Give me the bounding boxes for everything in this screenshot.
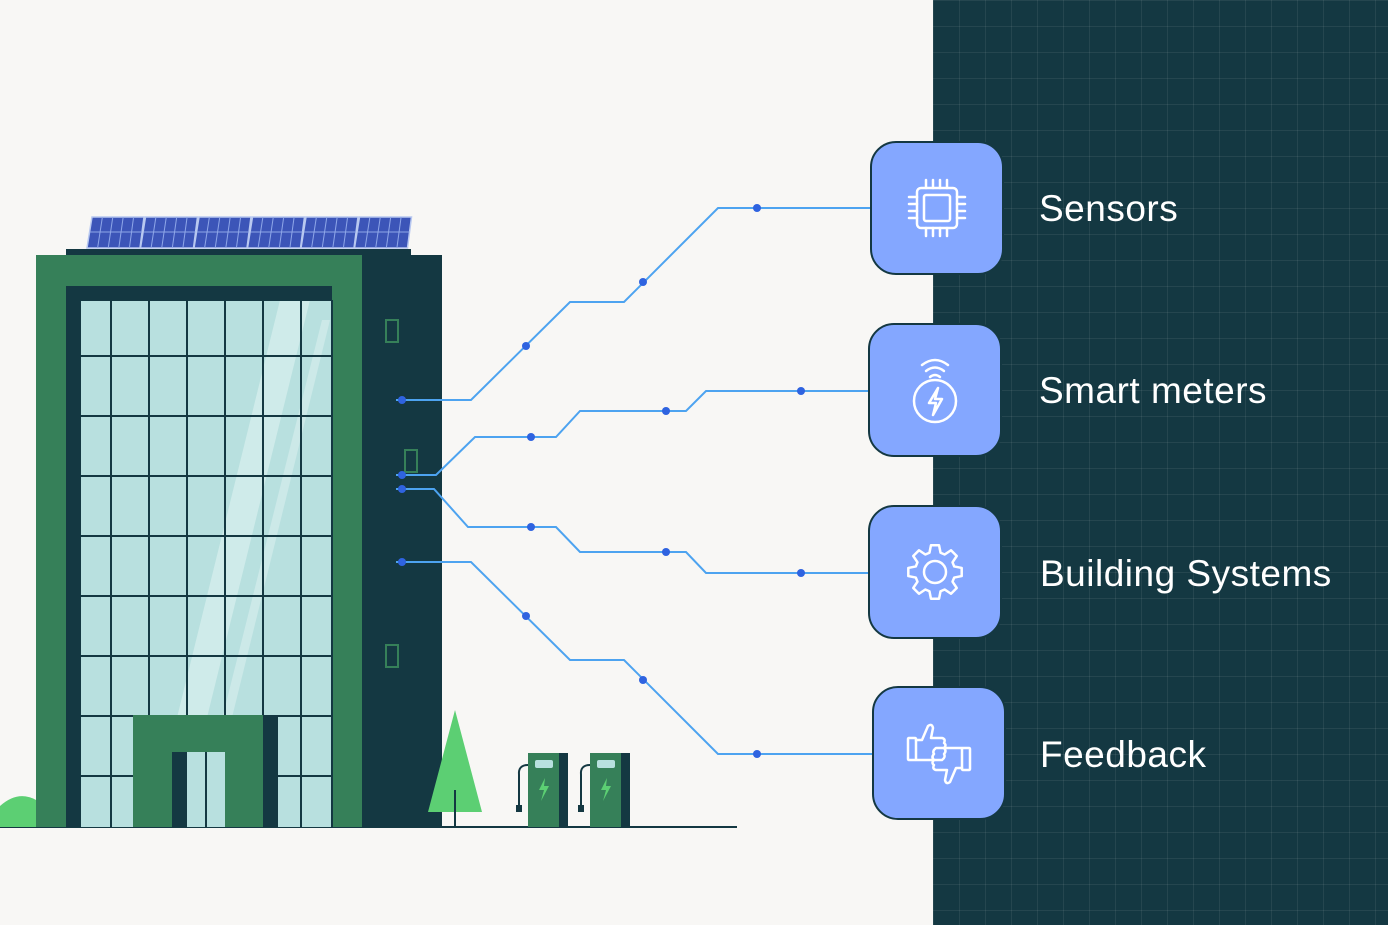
smart-meters-node[interactable] [868,323,1002,457]
building-systems-label: Building Systems [1040,553,1332,594]
connector-dot [753,204,761,212]
connector-feedback [396,561,872,755]
connector-sensors [396,207,870,401]
sensors-label: Sensors [1039,188,1179,229]
connector-dot [398,485,406,493]
connector-dot [398,396,406,404]
connector-dot [797,569,805,577]
meter-icon [912,358,958,424]
building-systems-node[interactable] [868,505,1002,639]
ev-charger [516,753,568,827]
connector-dot [522,342,530,350]
connector-dot [398,558,406,566]
feedback-label: Feedback [1040,734,1207,775]
connector-dot [527,523,535,531]
connector-dot [527,433,535,441]
sensors-node[interactable] [870,141,1004,275]
connector-dot [662,407,670,415]
connector-dot [522,612,530,620]
ev-charger [578,753,630,827]
chip-icon [907,178,967,238]
tree [428,710,482,827]
connector-building-systems [396,488,870,574]
connector-dot [639,676,647,684]
connector-dot [753,750,761,758]
connector-dot [398,471,406,479]
gear-icon [907,544,963,600]
solar-panels [66,216,413,255]
building [36,255,442,827]
feedback-node[interactable] [872,686,1006,820]
thumbs-icon [906,723,972,785]
connector-smart-meters [396,390,870,476]
smart-meters-label: Smart meters [1039,370,1268,411]
connector-dot [639,278,647,286]
connector-dot [797,387,805,395]
grid-panel [933,0,1388,925]
connector-dot [662,548,670,556]
